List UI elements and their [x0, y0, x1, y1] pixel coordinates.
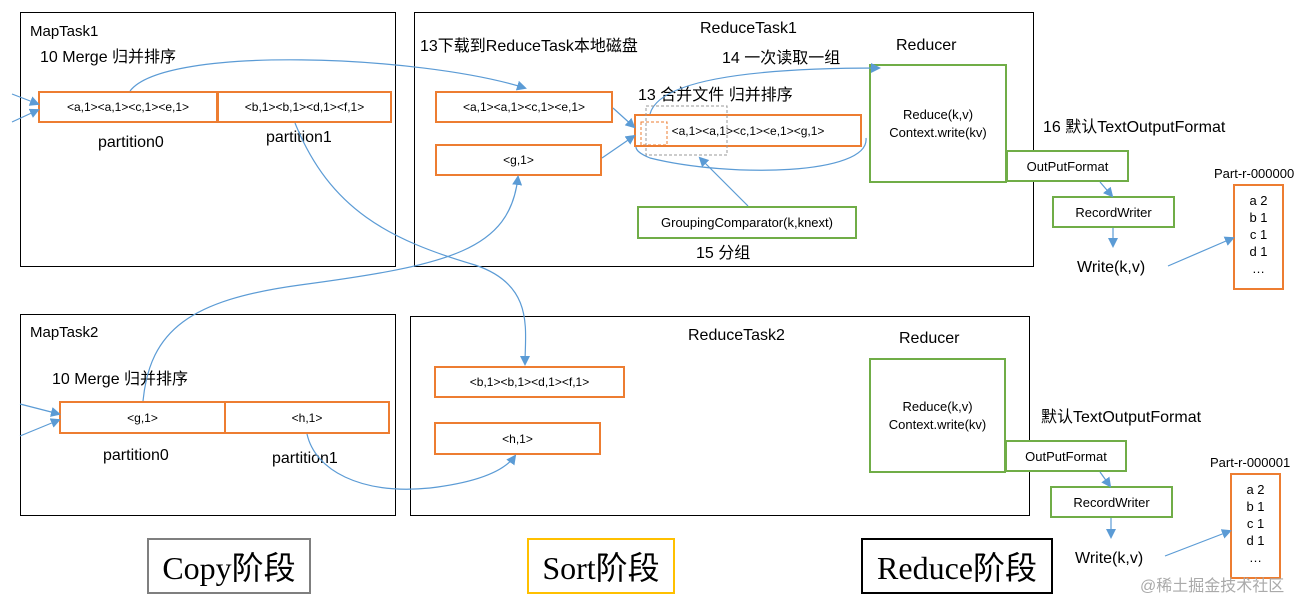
- maptask1-merge-label: 10 Merge 归并排序: [40, 49, 177, 66]
- part-line: d 1: [1249, 244, 1268, 259]
- reducetask1-reducer-line1: Reduce(k,v): [902, 106, 974, 122]
- copy-arrow-m1p0: [129, 59, 527, 92]
- reducetask2-format-label: 默认TextOutputFormat: [1041, 409, 1202, 426]
- maptask2-partition0-label: partition0: [103, 447, 169, 464]
- input-arrow: [19, 403, 61, 417]
- merge-arrow-g: [601, 134, 636, 159]
- stage-copy: Copy阶段: [147, 538, 311, 594]
- reducetask2-part-file: a 2 b 1 c 1 d 1 …: [1230, 473, 1281, 579]
- stage-reduce: Reduce阶段: [861, 538, 1053, 594]
- maptask2-title: MapTask2: [30, 324, 99, 341]
- output-arrow-6: [1164, 529, 1232, 557]
- reducetask2-part-title: Part-r-000001: [1210, 455, 1291, 470]
- part-line: …: [1249, 550, 1262, 565]
- watermark: @稀土掘金技术社区: [1140, 578, 1285, 595]
- maptask2-partition1-label: partition1: [272, 450, 338, 467]
- reducetask1-box-a: <a,1><a,1><c,1><e,1>: [435, 91, 613, 123]
- input-arrow: [11, 108, 40, 123]
- reducetask2-box-h: <h,1>: [434, 422, 601, 455]
- reducetask1-frame: [414, 12, 1034, 267]
- maptask2-partition1-box: <h,1>: [224, 401, 390, 434]
- reducetask1-download-label: 13下载到ReduceTask本地磁盘: [420, 38, 638, 55]
- output-arrow-4: [1099, 471, 1112, 488]
- reducetask1-reducer-box: Reduce(k,v) Context.write(kv): [869, 64, 1007, 183]
- copy-arrow-m2p1: [306, 433, 517, 490]
- maptask1-title: MapTask1: [30, 23, 99, 40]
- reducetask1-merge-files-label: 13 合并文件 归并排序: [638, 87, 793, 104]
- reducetask2-write-label: Write(k,v): [1075, 550, 1144, 567]
- reducetask1-title: ReduceTask1: [700, 20, 797, 37]
- reducetask1-recordwriter-box: RecordWriter: [1052, 196, 1175, 228]
- maptask2-merge-label: 10 Merge 归并排序: [52, 371, 189, 388]
- reducetask1-part-title: Part-r-000000: [1214, 166, 1295, 181]
- copy-arrow-m2p0: [142, 175, 523, 402]
- output-arrow-3: [1167, 236, 1235, 267]
- reducetask2-reducer-line1: Reduce(k,v): [902, 398, 973, 414]
- part-line: …: [1252, 261, 1265, 276]
- read-group-arrow: [649, 63, 881, 115]
- maptask2-frame: [20, 314, 396, 516]
- maptask1-partition0-box: <a,1><a,1><c,1><e,1>: [38, 91, 218, 123]
- reducetask1-reducer-line2: Context.write(kv): [889, 124, 987, 140]
- maptask1-partition1-label: partition1: [266, 129, 332, 146]
- reducetask1-reducer-title: Reducer: [896, 37, 957, 54]
- reducetask2-frame: [410, 316, 1030, 516]
- reducetask2-outputformat-box: OutPutFormat: [1005, 440, 1127, 472]
- maptask2-partition0-box: <g,1>: [59, 401, 226, 434]
- part-line: b 1: [1249, 210, 1268, 225]
- reducetask1-format-label: 16 默认TextOutputFormat: [1043, 119, 1226, 136]
- reducetask2-recordwriter-box: RecordWriter: [1050, 486, 1173, 518]
- dashed-group-inner: [640, 121, 668, 146]
- dashed-group-outer: [645, 105, 728, 156]
- part-line: c 1: [1249, 227, 1268, 242]
- part-line: d 1: [1246, 533, 1265, 548]
- reducetask1-read-group-label: 14 一次读取一组: [722, 50, 841, 67]
- part-line: a 2: [1249, 193, 1268, 208]
- loop-back-arrow: [635, 137, 867, 171]
- reducetask1-part-file: a 2 b 1 c 1 d 1 …: [1233, 184, 1284, 290]
- reducetask1-write-label: Write(k,v): [1077, 259, 1146, 276]
- part-line: a 2: [1246, 482, 1265, 497]
- reducetask1-grouping-comparator: GroupingComparator(k,knext): [637, 206, 857, 239]
- reducetask2-reducer-line2: Context.write(kv): [888, 416, 987, 432]
- part-line: b 1: [1246, 499, 1265, 514]
- grouping-arrow: [698, 156, 749, 207]
- reducetask2-reducer-box: Reduce(k,v) Context.write(kv): [869, 358, 1006, 473]
- maptask1-partition1-box: <b,1><b,1><d,1><f,1>: [217, 91, 392, 123]
- reducetask2-title: ReduceTask2: [688, 327, 785, 344]
- reducetask1-group-label: 15 分组: [696, 245, 751, 262]
- part-line: c 1: [1246, 516, 1265, 531]
- merge-arrow-a: [612, 107, 636, 129]
- copy-arrow-m1p1: [294, 122, 531, 366]
- reducetask1-box-g: <g,1>: [435, 144, 602, 176]
- maptask1-frame: [20, 12, 396, 267]
- stage-sort: Sort阶段: [527, 538, 675, 594]
- reducetask2-reducer-title: Reducer: [899, 330, 960, 347]
- input-arrow: [19, 418, 61, 437]
- reducetask1-merged-box: <a,1><a,1><c,1><e,1><g,1>: [634, 114, 862, 147]
- output-arrow-1: [1099, 181, 1114, 198]
- reducetask1-outputformat-box: OutPutFormat: [1006, 150, 1129, 182]
- maptask1-partition0-label: partition0: [98, 134, 164, 151]
- reducetask2-box-b: <b,1><b,1><d,1><f,1>: [434, 366, 625, 398]
- input-arrow: [11, 93, 40, 106]
